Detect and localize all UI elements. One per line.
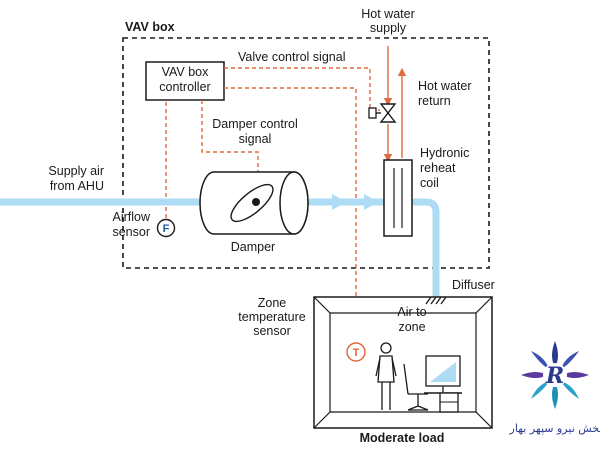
zone-sensor-label-1: Zone xyxy=(258,296,287,310)
temp-sensor-symbol: T xyxy=(353,347,360,359)
company-logo: R پخش نیرو سپهر بهار xyxy=(509,341,600,435)
temperature-sensor-icon: T xyxy=(346,342,366,362)
airflow-sensor-symbol: F xyxy=(163,223,170,235)
valve-signal-label: Valve control signal xyxy=(238,50,345,64)
diffuser-icon xyxy=(425,296,447,305)
hot-water-supply-label-1: Hot water xyxy=(361,7,415,21)
person-icon xyxy=(375,342,397,410)
air-to-zone-label-2: zone xyxy=(398,320,425,334)
hot-water-return-label-2: return xyxy=(418,94,451,108)
damper-cylinder xyxy=(199,171,309,235)
reheat-coil xyxy=(383,159,413,237)
airflow-sensor-label-1: Airflow xyxy=(112,210,150,224)
supply-air-label-2: from AHU xyxy=(50,179,104,193)
vav-box-title: VAV box xyxy=(125,20,175,34)
airflow-sensor-label-2: sensor xyxy=(112,225,150,239)
valve-icon xyxy=(368,103,397,123)
logo-monogram: R xyxy=(545,363,564,389)
vav-box-boundary xyxy=(122,37,490,269)
controller-label-2: controller xyxy=(159,80,210,94)
airflow-sensor-icon: F xyxy=(156,218,176,238)
reheat-coil-label-2: reheat xyxy=(420,161,456,175)
reheat-coil-label-1: Hydronic xyxy=(420,146,469,160)
controller-label-1: VAV box xyxy=(162,65,210,79)
vav-controller-box xyxy=(145,61,225,101)
air-to-zone-label-1: Air to xyxy=(397,305,426,319)
supply-air-label-1: Supply air xyxy=(48,164,104,178)
damper-signal-label-1: Damper control xyxy=(212,117,297,131)
diffuser-label: Diffuser xyxy=(452,278,495,292)
room-caption: Moderate load xyxy=(360,431,445,445)
zone-sensor-label-2: temperature xyxy=(238,310,305,324)
damper-blade xyxy=(230,183,274,223)
zone-sensor-label-3: sensor xyxy=(253,324,291,338)
chair-icon xyxy=(403,363,429,411)
reheat-coil-label-3: coil xyxy=(420,176,439,190)
damper-label: Damper xyxy=(231,240,275,254)
hot-water-return-label-1: Hot water xyxy=(418,79,472,93)
hot-water-supply-label-2: supply xyxy=(370,21,407,35)
damper-signal-label-2: signal xyxy=(239,132,272,146)
desk-icon xyxy=(424,355,462,413)
logo-company-text: پخش نیرو سپهر بهار xyxy=(509,422,600,435)
